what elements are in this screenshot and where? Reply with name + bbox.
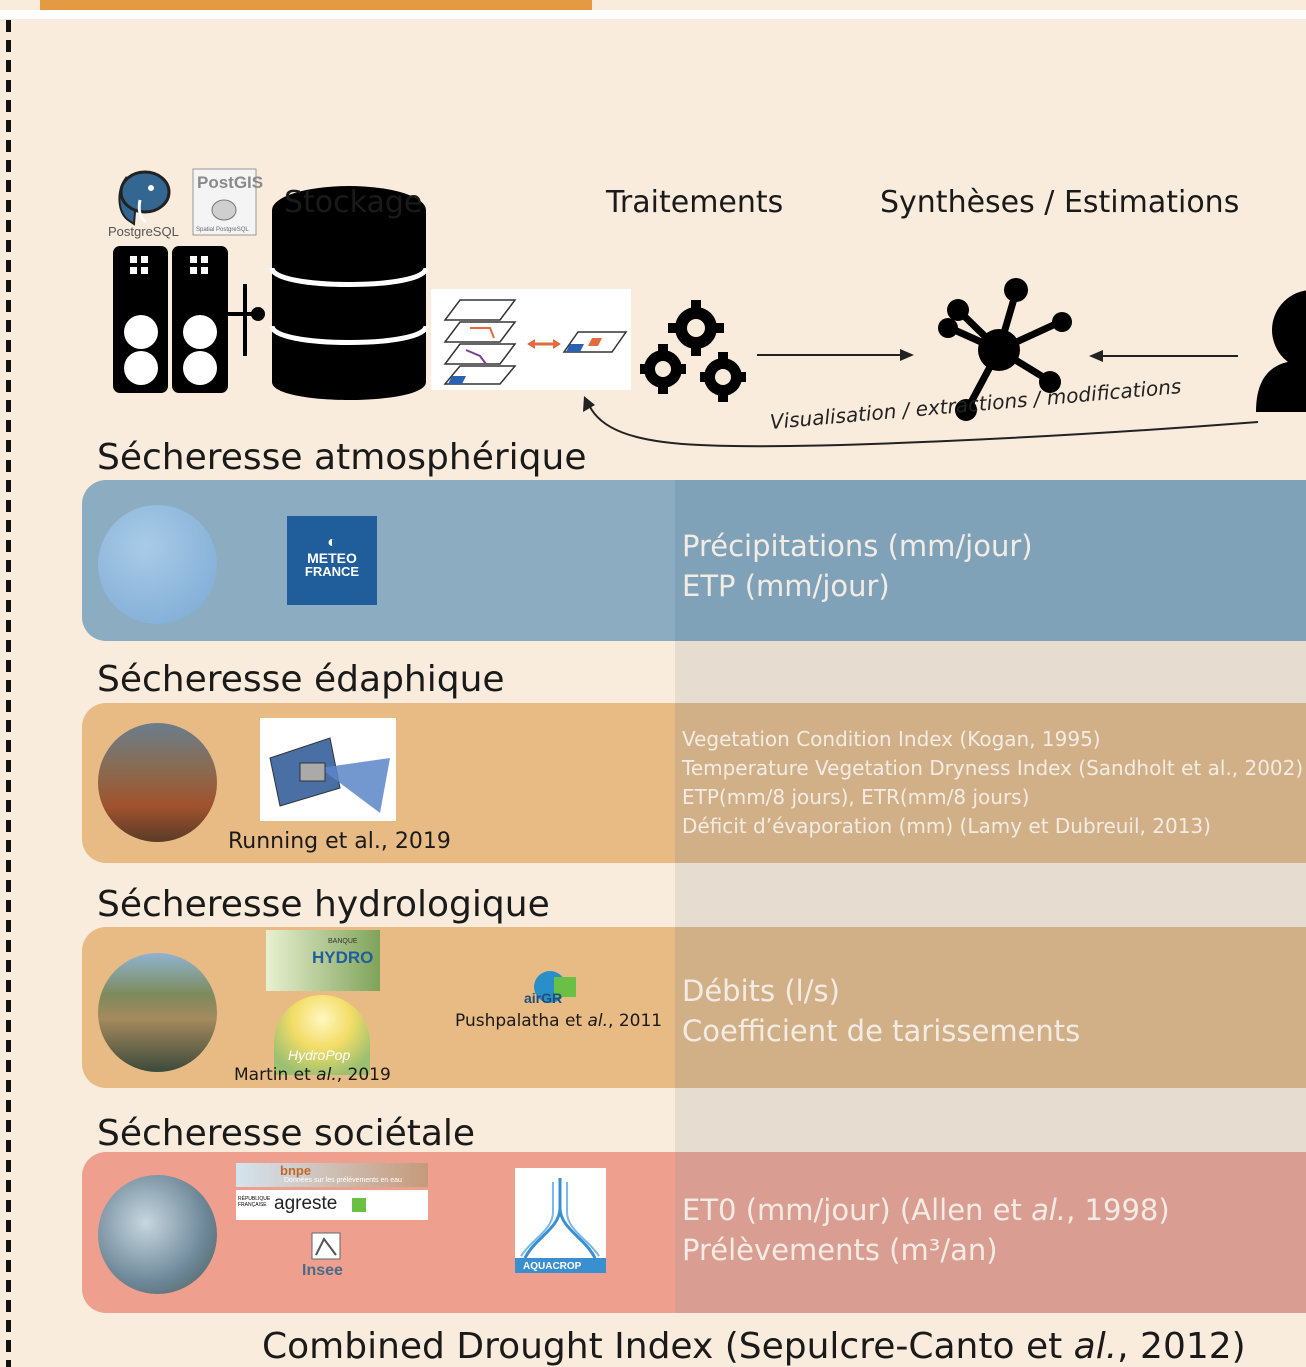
agreste-logo: RÉPUBLIQUE FRANÇAISE agreste — [236, 1190, 428, 1220]
band-edaphique-right — [675, 703, 1306, 863]
meteo-logo-line2: FRANCE — [304, 564, 360, 579]
gap-panel — [675, 863, 1306, 927]
postgis-logo: PostGIS Spatial PostgreSQL — [192, 168, 263, 236]
meteo-france-logo: ◐ METEO FRANCE — [287, 516, 377, 605]
arrow-head-right — [900, 349, 914, 361]
gap-panel — [675, 641, 1306, 703]
database-icon — [269, 186, 429, 400]
airgr-logo-text: airGR — [524, 990, 562, 1005]
hydro-metrics: Débits (l/s) Coefficient de tarissements — [682, 971, 1080, 1051]
citation-push-b: al. — [587, 1011, 609, 1031]
postgis-label: PostGIS — [197, 173, 263, 192]
title-societale: Sécheresse sociétale — [97, 1113, 476, 1154]
bnpe-logo-sub: Données sur les prélèvements en eau — [284, 1177, 402, 1184]
combined-drought-index-title: Combined Drought Index (Sepulcre-Canto e… — [262, 1326, 1246, 1367]
metric-et0-a: ET0 (mm/jour) (Allen et — [682, 1193, 1032, 1227]
feedback-curve — [588, 404, 1259, 448]
citation-martin: Martin et al., 2019 — [234, 1065, 391, 1085]
agreste-logo-mark — [352, 1198, 366, 1212]
gears-icon — [640, 300, 746, 402]
citation-push-c: , 2011 — [608, 1011, 663, 1031]
metric-et0-b: al. — [1031, 1193, 1067, 1227]
citation-martin-a: Martin et — [234, 1065, 317, 1085]
insee-logo: Insee — [300, 1231, 352, 1279]
bnpe-logo: bnpe Données sur les prélèvements en eau — [236, 1163, 428, 1187]
metric-tvdi: Temperature Vegetation Dryness Index (Sa… — [682, 756, 1304, 780]
aquacrop-logo-text: AQUACROP — [523, 1261, 582, 1272]
agreste-logo-text: agreste — [274, 1193, 338, 1214]
metric-tarissement: Coefficient de tarissements — [682, 1014, 1081, 1048]
band-societale: bnpe Données sur les prélèvements en eau… — [82, 1152, 1306, 1313]
meteo-logo-line1: METEO — [307, 550, 357, 566]
user-icon — [1256, 290, 1306, 412]
band-edaphique: Running et al., 2019 Vegetation Conditio… — [82, 703, 1306, 863]
citation-martin-b: al. — [316, 1065, 337, 1085]
citation-running: Running et al., 2019 — [228, 829, 451, 854]
bottom-title-c: , 2012) — [1117, 1326, 1246, 1367]
header-stockage: Stockage — [284, 185, 423, 220]
header-strip — [0, 10, 1306, 19]
arrow-head-left — [1089, 350, 1103, 362]
header-syntheses: Synthèses / Estimations — [880, 185, 1240, 220]
metric-precipitations: Précipitations (mm/jour) — [682, 529, 1033, 563]
feedback-arrow-head — [583, 396, 595, 412]
band-hydrologique-right — [675, 927, 1306, 1088]
metric-deficit: Déficit d’évaporation (mm) (Lamy et Dubr… — [682, 814, 1211, 838]
airgr-logo: airGR — [524, 963, 590, 1006]
forest-photo — [98, 723, 217, 842]
edaph-metrics: Vegetation Condition Index (Kogan, 1995)… — [682, 725, 1303, 841]
server-icon — [113, 246, 265, 393]
hydropop-logo-text: HydroPop — [288, 1047, 351, 1063]
band-atmospherique-right — [675, 480, 1306, 641]
title-atmospherique: Sécheresse atmosphérique — [97, 437, 587, 478]
citation-push-a: Pushpalatha et — [455, 1011, 588, 1031]
metric-vci: Vegetation Condition Index (Kogan, 1995) — [682, 727, 1101, 751]
banque-logo-text: BANQUE — [328, 938, 358, 945]
sky-photo — [98, 505, 217, 624]
bottom-title-b: al. — [1073, 1326, 1118, 1367]
hydropop-logo: HydroPop — [274, 995, 370, 1075]
metric-prelevements: Prélèvements (m³/an) — [682, 1233, 998, 1267]
meteo-icon: ◐ — [327, 534, 337, 551]
gap-panel — [675, 1088, 1306, 1152]
postgresql-label: PostgreSQL — [108, 224, 179, 239]
citation-pushpalatha: Pushpalatha et al., 2011 — [455, 1011, 662, 1031]
band-societale-right — [675, 1152, 1306, 1313]
metric-et0-c: , 1998) — [1066, 1193, 1170, 1227]
insee-logo-text: Insee — [302, 1262, 343, 1279]
title-edaphique: Sécheresse édaphique — [97, 659, 505, 700]
citation-martin-c: , 2019 — [336, 1065, 391, 1085]
network-icon — [938, 278, 1072, 421]
bottom-title-a: Combined Drought Index (Sepulcre-Canto e… — [262, 1326, 1074, 1367]
header-traitements: Traitements — [606, 185, 784, 220]
hydro-logo-text: HYDRO — [312, 948, 374, 967]
aquacrop-logo: AQUACROP — [515, 1168, 606, 1273]
gis-layers-icon — [431, 289, 631, 390]
workflow-diagram: PostgreSQL PostGIS Spatial PostgreSQL — [108, 168, 1306, 448]
metric-et0: ET0 (mm/jour) (Allen et al., 1998) — [682, 1190, 1170, 1230]
bridge-photo — [98, 953, 217, 1072]
postgresql-logo: PostgreSQL — [108, 170, 179, 239]
title-banner — [40, 0, 592, 10]
societale-metrics: ET0 (mm/jour) (Allen et al., 1998) Prélè… — [682, 1190, 1170, 1270]
metric-debits: Débits (l/s) — [682, 974, 840, 1008]
metric-etp-etr: ETP(mm/8 jours), ETR(mm/8 jours) — [682, 785, 1030, 809]
banque-hydro-logo: HYDRO BANQUE — [266, 930, 380, 991]
republique-logo-text: RÉPUBLIQUE FRANÇAISE — [238, 1196, 271, 1208]
satellite-image — [260, 718, 396, 821]
postgis-sublabel: Spatial PostgreSQL — [196, 227, 249, 233]
band-atmospherique: ◐ METEO FRANCE Précipitations (mm/jour) … — [82, 480, 1306, 641]
atmos-metrics: Précipitations (mm/jour) ETP (mm/jour) — [682, 526, 1033, 606]
bnpe-logo-text: bnpe — [280, 1163, 312, 1178]
water-pipe-photo — [98, 1175, 217, 1294]
dashed-border — [6, 20, 11, 1367]
title-hydrologique: Sécheresse hydrologique — [97, 884, 550, 925]
metric-etp: ETP (mm/jour) — [682, 569, 890, 603]
band-hydrologique: HYDRO BANQUE HydroPop Martin et al., 201… — [82, 927, 1306, 1088]
